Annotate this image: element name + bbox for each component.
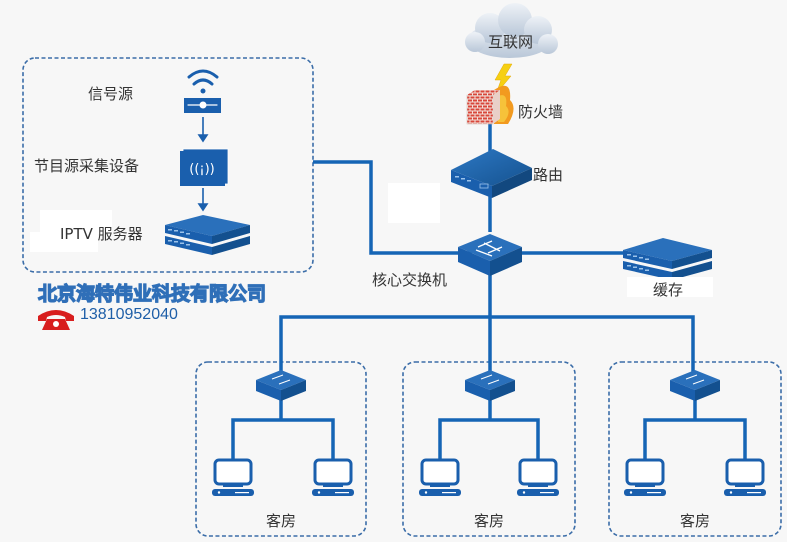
room-switch-icon-1 (256, 370, 306, 401)
terminal-slot (442, 492, 456, 494)
room-switch-icon-3 (670, 370, 720, 401)
firewall-icon (466, 85, 514, 125)
terminal-icon (724, 458, 766, 496)
terminal-slot (747, 492, 761, 494)
terminal-stand (735, 484, 755, 487)
terminal-icon (624, 458, 666, 496)
terminal-stand (635, 484, 655, 487)
terminal-screen (625, 458, 665, 486)
terminal-stand (223, 484, 243, 487)
terminal-icon (212, 458, 254, 496)
terminal-led (424, 491, 428, 494)
room-label: 客房 (680, 512, 711, 530)
white-patch (388, 183, 440, 223)
capture-device-icon: ((¡)) (180, 148, 229, 186)
capture-device-label: 节目源采集设备 (34, 157, 140, 175)
terminal-led (729, 491, 733, 494)
iptv-server-label: IPTV 服务器 (60, 225, 143, 243)
terminal-led (522, 491, 526, 494)
terminal-icon (419, 458, 461, 496)
white-patch (30, 232, 98, 252)
cache-label: 缓存 (653, 281, 684, 299)
room-label: 客房 (266, 512, 297, 530)
internet-label: 互联网 (488, 33, 534, 51)
terminal-screen (518, 458, 558, 486)
signal-source-icon (184, 69, 221, 113)
room-box-3 (608, 361, 782, 537)
terminal-screen (213, 458, 253, 486)
cache-server-icon (623, 238, 712, 280)
terminal-base (517, 489, 559, 496)
terminal-base (419, 489, 461, 496)
terminal-slot (647, 492, 661, 494)
white-patch (627, 277, 713, 297)
terminal-led (629, 491, 633, 494)
router-icon (451, 149, 532, 198)
internet-cloud-icon (465, 3, 558, 58)
terminal-screen (420, 458, 460, 486)
room-label: 客房 (474, 512, 505, 530)
iptv-server-icon (165, 215, 250, 255)
terminal-stand (323, 484, 343, 487)
terminals (212, 458, 766, 496)
room-switch-icon-2 (465, 370, 515, 401)
terminal-slot (540, 492, 554, 494)
terminal-led (217, 491, 221, 494)
source-group-box (22, 57, 314, 273)
core-switch-icon (458, 234, 522, 276)
firewall-label: 防火墙 (518, 103, 564, 121)
company-phone[interactable]: 13810952040 (80, 306, 178, 323)
svg-text:((¡)): ((¡)) (189, 162, 215, 177)
terminal-icon (312, 458, 354, 496)
terminal-base (312, 489, 354, 496)
lightning-icon (494, 63, 513, 95)
core-switch-label: 核心交换机 (372, 271, 448, 289)
terminal-base (724, 489, 766, 496)
terminal-slot (235, 492, 249, 494)
white-patch (40, 210, 112, 234)
source-flow-arrows (197, 117, 209, 212)
terminal-base (212, 489, 254, 496)
terminal-slot (335, 492, 349, 494)
terminal-led (317, 491, 321, 494)
signal-source-label: 信号源 (88, 85, 134, 103)
terminal-base (624, 489, 666, 496)
terminal-screen (313, 458, 353, 486)
router-label: 路由 (533, 166, 564, 184)
company-name: 北京海特伟业科技有限公司 (37, 282, 267, 305)
telephone-icon (38, 310, 74, 330)
terminal-icon (517, 458, 559, 496)
terminal-screen (725, 458, 765, 486)
terminal-stand (430, 484, 450, 487)
terminal-stand (528, 484, 548, 487)
